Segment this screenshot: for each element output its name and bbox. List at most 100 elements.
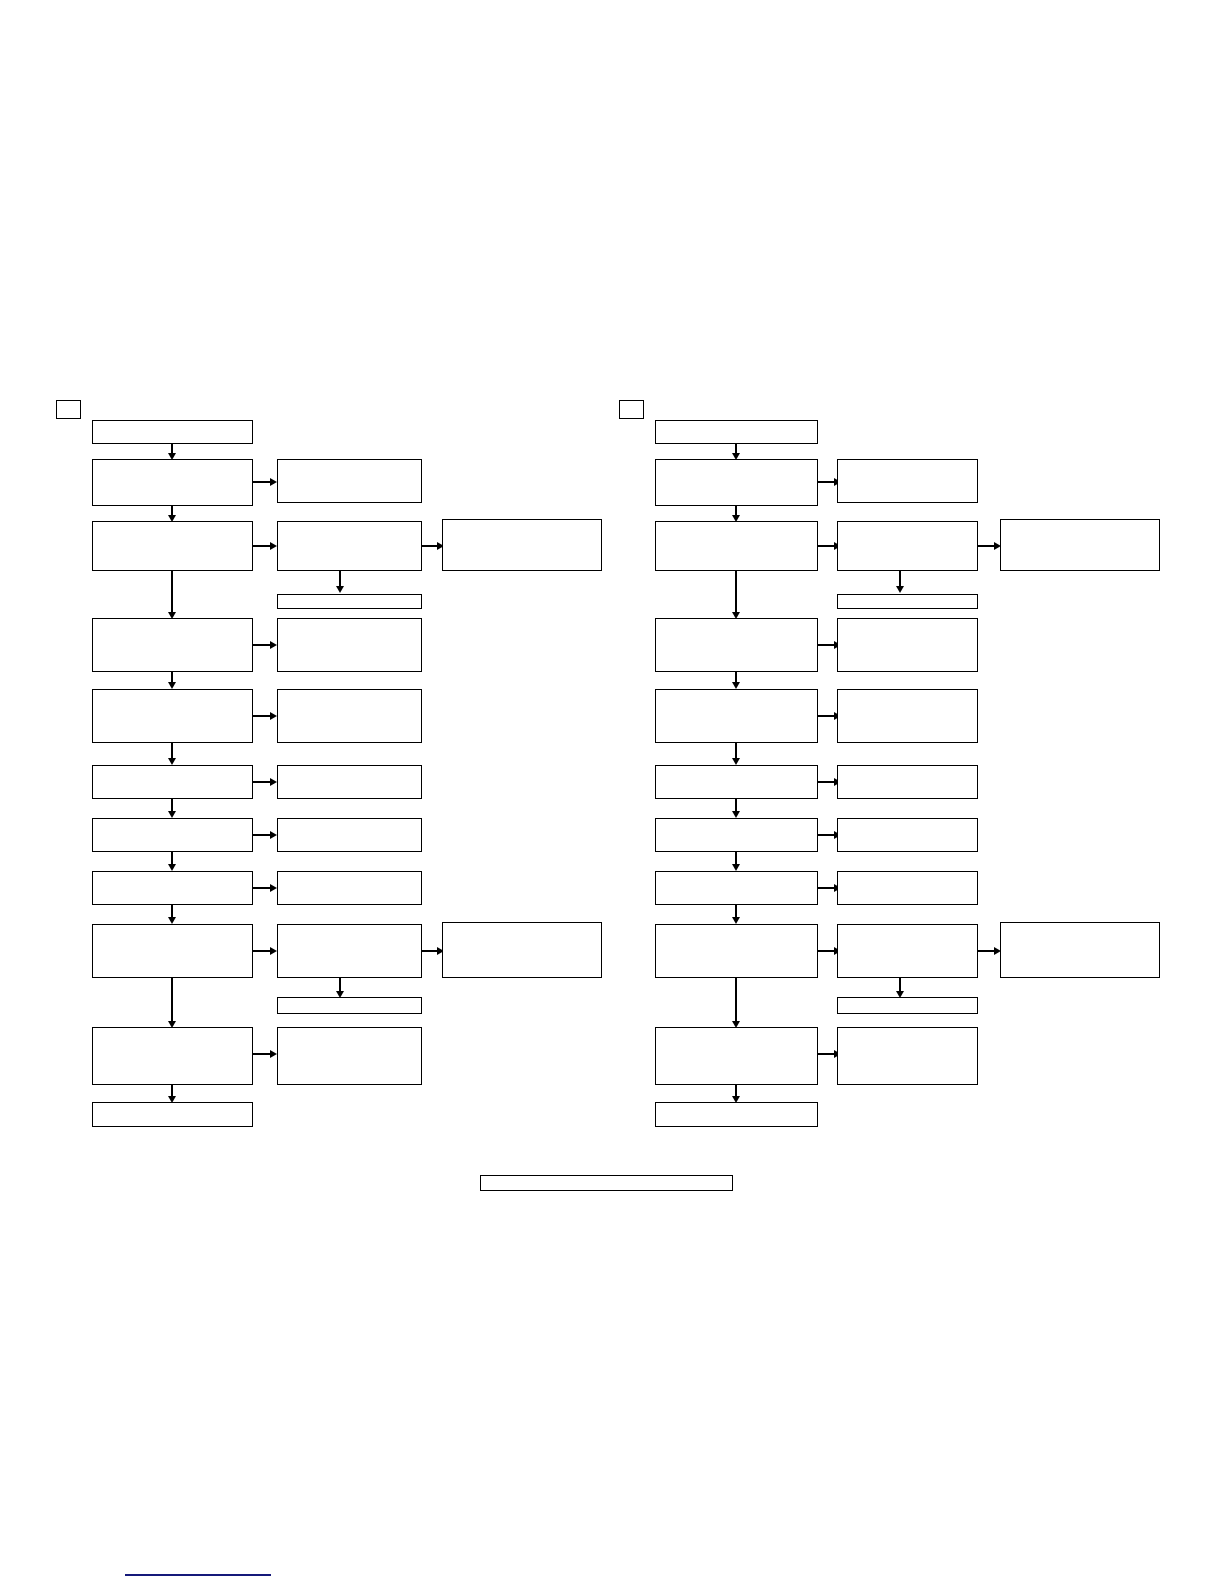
left-branch-box-3[interactable] [277,521,422,571]
left-spine-box-4[interactable] [92,618,253,672]
left-spine-box-9[interactable] [92,924,253,978]
footnote-separator-rule [125,1574,271,1576]
right-spine-box-3[interactable] [655,521,818,571]
right-spine-box-8-label [659,895,814,904]
right-branch-box-7-label [841,842,974,851]
right-branch-box-3-label [841,545,974,570]
left-spine-box-10-label [96,1051,249,1084]
left-branch-box-9-label [281,948,418,977]
left-connector-10-11 [164,1085,180,1103]
right-connector-6-7 [728,799,744,818]
left-spine-box-6[interactable] [92,765,253,799]
right-branch-box-3b[interactable] [837,594,978,609]
left-branch-arrow-7 [253,827,277,843]
left-branch-box-4[interactable] [277,618,422,672]
left-branch-box-3b[interactable] [277,594,422,609]
right-spine-box-11[interactable] [655,1102,818,1127]
right-branch-box-4-label [841,642,974,671]
right-spine-box-8[interactable] [655,871,818,905]
right-branch-box-10[interactable] [837,1027,978,1085]
right-connector-8-9 [728,905,744,924]
right-spine-box-5-label [659,713,814,742]
left-branch-box-10[interactable] [277,1027,422,1085]
left-spine-box-2[interactable] [92,459,253,506]
right-spine-box-6-label [659,789,814,798]
right-spine-box-11-label [659,1126,814,1127]
left-branch-box-6[interactable] [277,765,422,799]
left-tertiary-box-3[interactable] [442,519,602,571]
right-tertiary-arrow-9 [978,943,1001,959]
right-spine-box-6[interactable] [655,765,818,799]
right-branch-box-8[interactable] [837,871,978,905]
right-connector-3-4 [728,571,744,619]
right-branch-box-5[interactable] [837,689,978,743]
right-branch-box-2[interactable] [837,459,978,503]
right-branch-box-9-label [841,948,974,977]
left-branch-connector-9-9b [332,978,348,998]
left-branch-box-2-label [281,483,418,502]
right-spine-box-1[interactable] [655,420,818,444]
left-branch-box-8[interactable] [277,871,422,905]
left-spine-box-3[interactable] [92,521,253,571]
left-spine-box-7[interactable] [92,818,253,852]
left-branch-box-9b[interactable] [277,997,422,1014]
right-spine-box-4-label [659,642,814,671]
figure-caption-bar-label [481,1176,732,1190]
left-spine-box-2-label [96,483,249,505]
right-flowchart-start-marker [619,400,644,419]
right-spine-box-2[interactable] [655,459,818,506]
left-branch-box-2[interactable] [277,459,422,503]
left-branch-box-7[interactable] [277,818,422,852]
left-connector-8-9 [164,905,180,924]
right-tertiary-box-9-label [1004,946,1156,977]
left-spine-box-5[interactable] [92,689,253,743]
right-connector-10-11 [728,1085,744,1103]
left-spine-box-10[interactable] [92,1027,253,1085]
left-spine-box-7-label [96,842,249,851]
left-branch-box-5[interactable] [277,689,422,743]
right-spine-box-9-label [659,948,814,977]
left-spine-box-1[interactable] [92,420,253,444]
left-spine-box-11[interactable] [92,1102,253,1127]
right-branch-box-6[interactable] [837,765,978,799]
right-branch-connector-3-3b [892,571,908,593]
right-spine-box-9[interactable] [655,924,818,978]
left-tertiary-box-3-label [446,543,598,570]
left-tertiary-arrow-3 [422,538,444,554]
left-branch-box-9[interactable] [277,924,422,978]
right-branch-box-5-label [841,713,974,742]
right-branch-box-9b[interactable] [837,997,978,1014]
right-tertiary-arrow-3 [978,538,1001,554]
right-spine-box-4[interactable] [655,618,818,672]
left-branch-connector-3-3b [332,571,348,593]
left-spine-box-8[interactable] [92,871,253,905]
right-tertiary-box-3[interactable] [1000,519,1160,571]
left-branch-arrow-10 [253,1046,277,1062]
right-connector-9-10 [728,978,744,1028]
right-branch-box-7[interactable] [837,818,978,852]
left-tertiary-box-9[interactable] [442,922,602,978]
right-branch-connector-9-9b [892,978,908,998]
left-connector-9-10 [164,978,180,1028]
right-spine-box-7[interactable] [655,818,818,852]
left-branch-arrow-2 [253,474,277,490]
left-tertiary-arrow-9 [422,943,444,959]
right-branch-box-10-label [841,1051,974,1084]
right-spine-box-10-label [659,1051,814,1084]
left-connector-2-3 [164,506,180,522]
right-spine-box-10[interactable] [655,1027,818,1085]
right-tertiary-box-9[interactable] [1000,922,1160,978]
left-branch-box-5-label [281,713,418,742]
left-branch-box-4-label [281,642,418,671]
right-connector-2-3 [728,506,744,522]
right-branch-box-4[interactable] [837,618,978,672]
right-connector-7-8 [728,852,744,871]
left-spine-box-8-label [96,895,249,904]
left-branch-box-6-label [281,789,418,798]
left-connector-4-5 [164,672,180,689]
right-spine-box-5[interactable] [655,689,818,743]
right-branch-box-9[interactable] [837,924,978,978]
left-spine-box-3-label [96,545,249,570]
right-branch-box-3[interactable] [837,521,978,571]
left-connector-7-8 [164,852,180,871]
